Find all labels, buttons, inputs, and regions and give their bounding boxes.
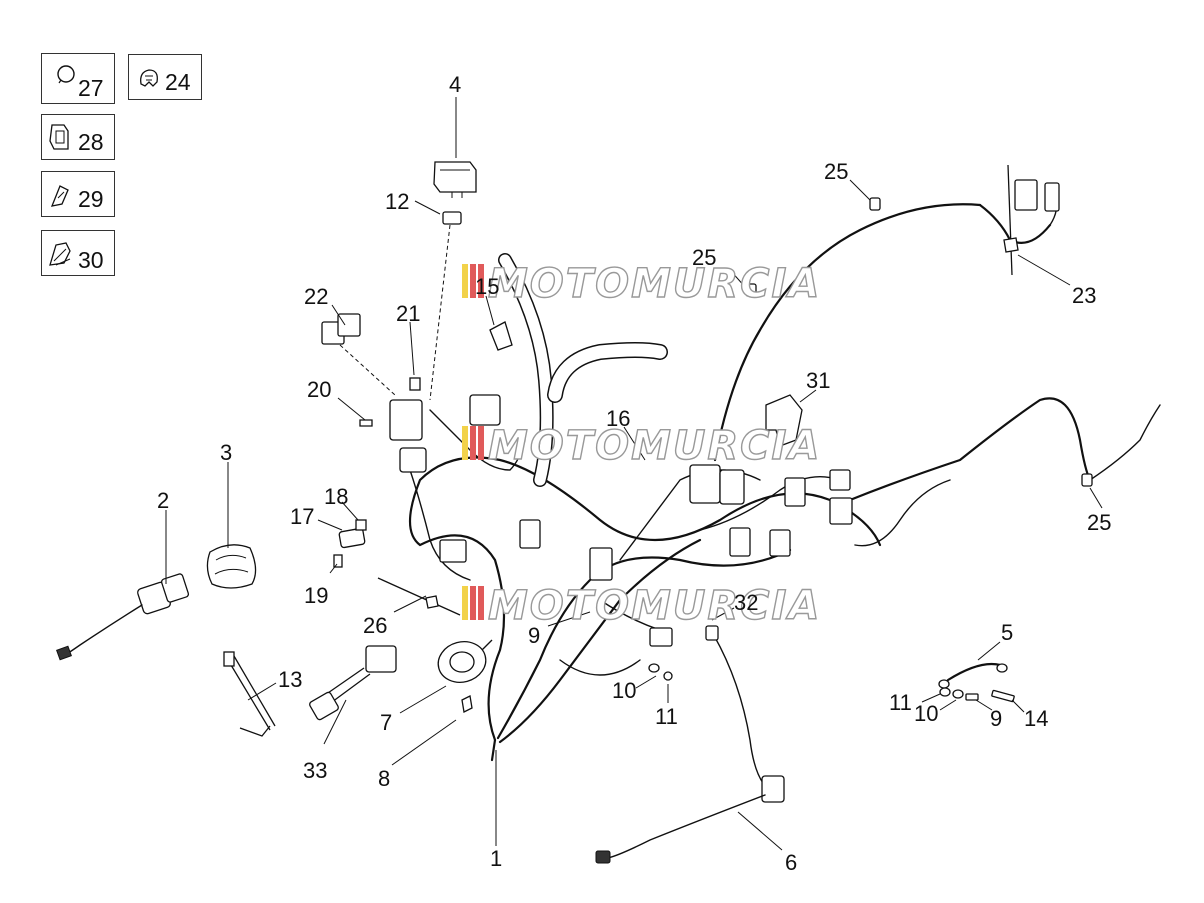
relay-part-4 bbox=[433, 161, 477, 198]
callouts: 1 2 3 4 5 6 7 8 9 9 10 10 11 11 12 13 14… bbox=[157, 72, 1111, 875]
callout-12: 12 bbox=[385, 189, 409, 214]
battery-cable-part-6 bbox=[595, 625, 785, 864]
legend-box-30: 30 bbox=[41, 230, 115, 276]
ground-strap-part-5 bbox=[938, 662, 1008, 689]
callout-4: 4 bbox=[449, 72, 461, 97]
callout-5: 5 bbox=[1001, 620, 1013, 645]
hardware-bolts bbox=[648, 663, 1015, 703]
callout-33: 33 bbox=[303, 758, 327, 783]
callout-19: 19 bbox=[304, 583, 328, 608]
harness-connectors bbox=[389, 179, 1060, 647]
hook-clip-icon bbox=[49, 242, 71, 266]
callout-17: 17 bbox=[290, 504, 314, 529]
callout-31: 31 bbox=[806, 368, 830, 393]
sensor-part-2 bbox=[56, 573, 190, 661]
callout-3: 3 bbox=[220, 440, 232, 465]
relay-22-dash bbox=[339, 344, 396, 396]
callout-14: 14 bbox=[1024, 706, 1048, 731]
leader-lines bbox=[165, 97, 1103, 851]
callout-1: 1 bbox=[490, 846, 502, 871]
cable-clip-icon bbox=[140, 69, 158, 87]
watermark-text: MOTOMURCIA bbox=[488, 261, 821, 307]
fitting-part-25 bbox=[869, 197, 881, 211]
legend-number: 30 bbox=[78, 247, 104, 273]
callout-10: 10 bbox=[612, 678, 636, 703]
legend-box-29: 29 bbox=[41, 171, 115, 217]
legend-box-28: 28 bbox=[41, 114, 115, 160]
watermarks: MOTOMURCIA MOTOMURCIA MOTOMURCIA bbox=[462, 260, 821, 630]
screw-part-20 bbox=[359, 419, 373, 427]
callout-22: 22 bbox=[304, 284, 328, 309]
callout-6: 6 bbox=[785, 850, 797, 875]
clip-parts-17-19 bbox=[333, 519, 367, 568]
legend-box-24: 24 bbox=[128, 54, 202, 100]
callout-16: 16 bbox=[606, 406, 630, 431]
legend-number: 24 bbox=[165, 69, 191, 95]
callout-15: 15 bbox=[475, 274, 499, 299]
callout-25: 25 bbox=[692, 245, 716, 270]
callout-23: 23 bbox=[1072, 283, 1096, 308]
callout-25: 25 bbox=[1087, 510, 1111, 535]
callout-25: 25 bbox=[824, 159, 848, 184]
callout-11: 11 bbox=[655, 704, 678, 729]
callout-18: 18 bbox=[324, 484, 348, 509]
bracket-part-31 bbox=[765, 394, 803, 447]
horn-part-7 bbox=[437, 639, 493, 683]
legend-number: 28 bbox=[78, 129, 104, 155]
small-clip-icon bbox=[50, 185, 69, 207]
clip-part-21 bbox=[409, 377, 421, 391]
grommet-part-3 bbox=[206, 544, 257, 589]
watermark-text: MOTOMURCIA bbox=[488, 423, 821, 469]
bracket-part-13 bbox=[223, 651, 276, 737]
connector-part-33 bbox=[309, 645, 397, 721]
ring-clip-icon bbox=[57, 65, 75, 84]
cable-tie-part-23 bbox=[1007, 164, 1013, 276]
relay-base-part-12 bbox=[442, 211, 462, 225]
breather-hose bbox=[498, 253, 668, 487]
callout-32: 32 bbox=[734, 590, 758, 615]
holder-clip-icon bbox=[49, 124, 69, 150]
watermark-text: MOTOMURCIA bbox=[488, 583, 821, 629]
cable-tie-head-23 bbox=[1003, 237, 1019, 253]
callout-10: 10 bbox=[914, 701, 938, 726]
cable-tie-part-26 bbox=[377, 577, 461, 616]
legend-box-27: 27 bbox=[41, 53, 115, 104]
callout-20: 20 bbox=[307, 377, 331, 402]
callout-13: 13 bbox=[278, 667, 302, 692]
screw-part-8 bbox=[461, 695, 473, 713]
clip-part-15 bbox=[489, 321, 513, 351]
callout-2: 2 bbox=[157, 488, 169, 513]
callout-9: 9 bbox=[990, 706, 1002, 731]
callout-11: 11 bbox=[889, 690, 912, 715]
fitting-part-25 bbox=[745, 283, 757, 297]
callout-8: 8 bbox=[378, 766, 390, 791]
relay-dash-line bbox=[429, 224, 451, 401]
callout-9: 9 bbox=[528, 623, 540, 648]
cable-tie-head bbox=[425, 595, 439, 609]
callout-7: 7 bbox=[380, 710, 392, 735]
callout-26: 26 bbox=[363, 613, 387, 638]
relays-part-22 bbox=[321, 313, 361, 345]
legend-number: 29 bbox=[78, 186, 104, 212]
legend-number: 27 bbox=[78, 75, 104, 101]
callout-21: 21 bbox=[396, 301, 420, 326]
fitting-part-25 bbox=[1081, 473, 1093, 487]
